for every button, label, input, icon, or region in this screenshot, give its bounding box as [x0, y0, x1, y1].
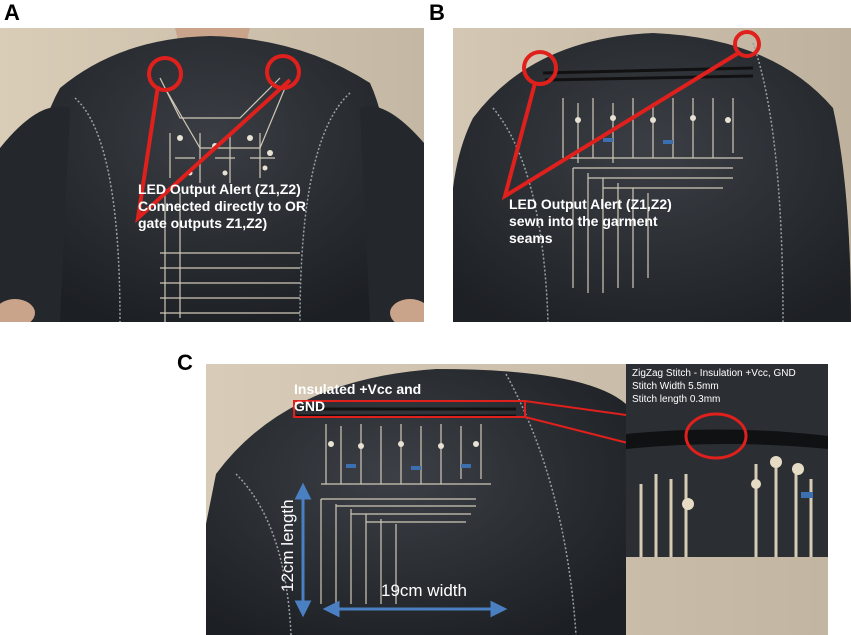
- caption-a-line-3: gate outputs Z1,Z2): [138, 215, 268, 231]
- photo-panel-a: [0, 28, 424, 322]
- width-label: 19cm width: [381, 581, 467, 600]
- panel-label-c: C: [177, 350, 193, 375]
- insulated-label: Insulated +Vcc and GND: [294, 381, 421, 415]
- inset-zoom-photo: [626, 364, 828, 557]
- caption-b-line-3: seams: [509, 230, 553, 246]
- length-label: 12cm length: [278, 499, 297, 592]
- caption-panel-a: LED Output Alert (Z1,Z2) Connected direc…: [138, 181, 306, 232]
- insulated-line-1: Insulated +Vcc and: [294, 381, 422, 397]
- caption-panel-b: LED Output Alert (Z1,Z2) sewn into the g…: [509, 196, 672, 247]
- panel-label-b: B: [429, 0, 445, 25]
- insulated-line-2: GND: [294, 398, 326, 414]
- inset-note-line-1: ZigZag Stitch - Insulation +Vcc, GND: [632, 368, 796, 379]
- inset-stitch-notes: ZigZag Stitch - Insulation +Vcc, GND Sti…: [632, 367, 796, 406]
- caption-a-line-2: Connected directly to OR: [138, 198, 307, 214]
- inset-note-line-3: Stitch length 0.3mm: [632, 394, 721, 405]
- inset-note-line-2: Stitch Width 5.5mm: [632, 381, 719, 392]
- caption-b-line-2: sewn into the garment: [509, 213, 658, 229]
- caption-b-line-1: LED Output Alert (Z1,Z2): [509, 196, 672, 212]
- panel-label-a: A: [4, 0, 20, 25]
- caption-a-line-1: LED Output Alert (Z1,Z2): [138, 181, 301, 197]
- photo-panel-b: [453, 28, 851, 322]
